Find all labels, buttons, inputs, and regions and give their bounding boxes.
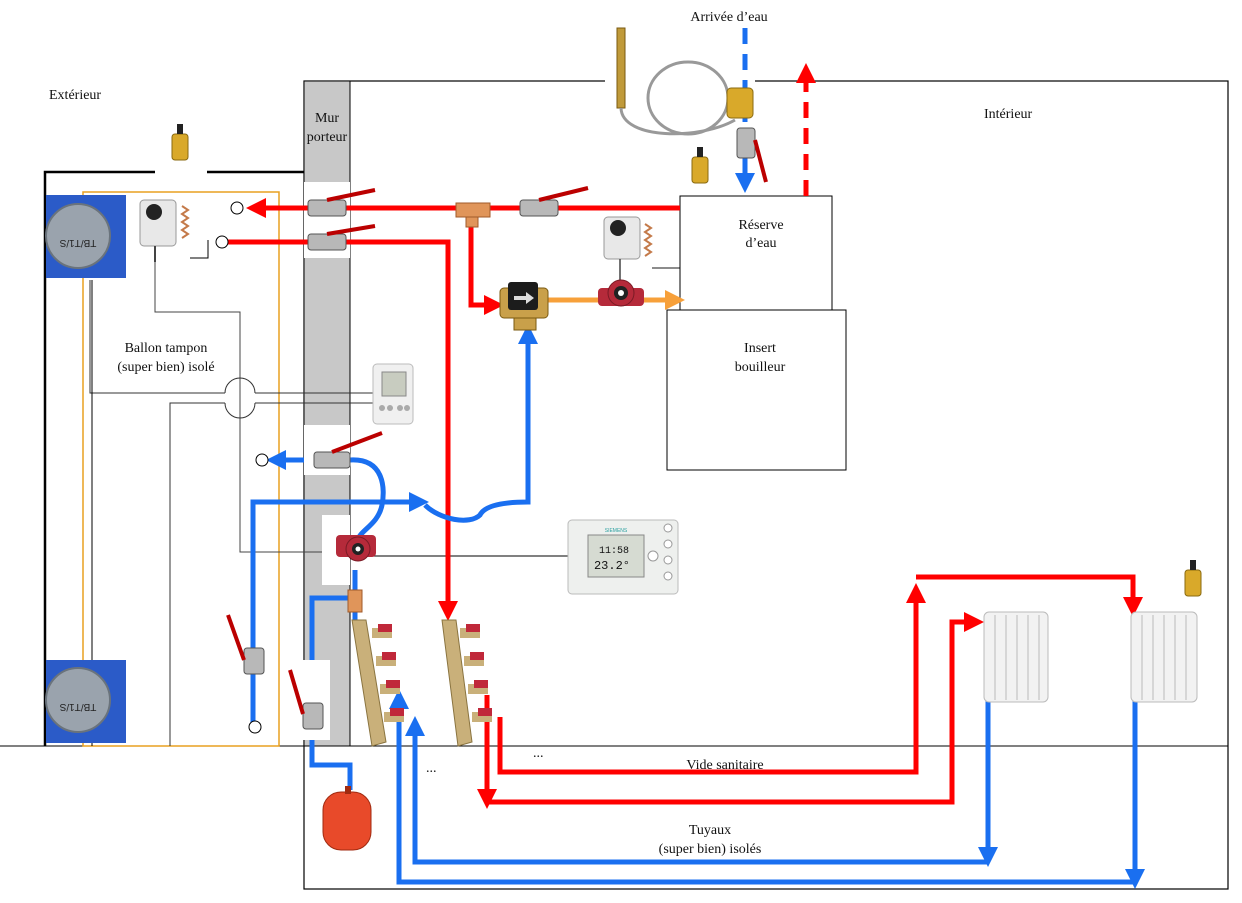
radiator-icon bbox=[983, 611, 1049, 703]
label-interior: Intérieur bbox=[984, 107, 1033, 122]
thermal-discharge-valve-icon bbox=[616, 27, 754, 136]
label-pipes-line2: (super bien) isolés bbox=[659, 842, 762, 857]
room-thermostat-icon: SIEMENS 11:58 23.2° bbox=[567, 519, 679, 595]
sensor-wire-2 bbox=[154, 260, 330, 553]
room-thermostat-temperature: 23.2° bbox=[594, 559, 630, 573]
radiator-icon bbox=[1130, 611, 1198, 703]
hot-buffer-out bbox=[222, 239, 458, 621]
pipe-thermostat-icon bbox=[139, 199, 190, 262]
label-buffer-line2: (super bien) isolé bbox=[117, 360, 214, 375]
boiler-insert-box bbox=[666, 309, 847, 471]
air-vent-icon bbox=[1184, 560, 1202, 597]
ball-valve-icon bbox=[736, 127, 768, 183]
sensor-wire-1 bbox=[89, 280, 225, 394]
air-vent-icon bbox=[171, 124, 189, 161]
ball-valve-icon bbox=[519, 186, 589, 217]
hot-manifold-icon bbox=[441, 619, 492, 747]
label-wall-line2: porteur bbox=[307, 130, 348, 145]
room-thermostat-time: 11:58 bbox=[599, 546, 629, 557]
mixing-valve-icon bbox=[499, 282, 549, 331]
copper-fitting-icon bbox=[347, 589, 363, 613]
wire-thermostat-left bbox=[190, 240, 209, 259]
label-exterior: Extérieur bbox=[49, 88, 101, 103]
label-crawlspace: Vide sanitaire bbox=[686, 758, 763, 773]
room-thermostat-brand: SIEMENS bbox=[605, 528, 628, 534]
air-vent-icon bbox=[691, 147, 709, 184]
circulator-pump-icon bbox=[598, 279, 644, 307]
label-wall-line1: Mur bbox=[315, 111, 339, 126]
ball-valve-icon bbox=[226, 614, 265, 675]
buffer-connection-cold-in bbox=[255, 453, 269, 467]
buffer-connection-hot-in bbox=[230, 201, 244, 215]
label-water-inlet: Arrivée d’eau bbox=[690, 10, 767, 25]
label-pipes-line1: Tuyaux bbox=[689, 823, 731, 838]
expansion-vessel-icon bbox=[322, 786, 372, 851]
sensor-wire-3 bbox=[169, 402, 225, 746]
cold-pump-to-expansion bbox=[309, 595, 355, 790]
water-reserve-box bbox=[679, 195, 833, 315]
hot-line-rad3 bbox=[916, 574, 1143, 617]
buffer-connection-cold-out bbox=[248, 720, 262, 734]
ball-valve-icon bbox=[313, 431, 383, 469]
ball-valve-icon bbox=[307, 224, 376, 251]
label-buffer-line1: Ballon tampon bbox=[125, 341, 208, 356]
label-reserve-line2: d’eau bbox=[745, 236, 776, 251]
hot-tee-to-mixer bbox=[468, 214, 504, 315]
cold-bypass-curve bbox=[423, 324, 538, 523]
hot-line-rad2b bbox=[487, 612, 984, 805]
interior-top-gap bbox=[605, 74, 755, 86]
hot-line-rad1 bbox=[497, 583, 926, 775]
label-insert-line1: Insert bbox=[744, 341, 776, 356]
label-ellipsis-cold: ... bbox=[426, 761, 437, 776]
ball-valve-icon bbox=[307, 188, 376, 217]
digital-thermometer-icon bbox=[372, 363, 414, 425]
ball-valve-icon bbox=[288, 669, 324, 730]
svg-text:TB/T1/S: TB/T1/S bbox=[59, 701, 96, 712]
copper-tee-icon bbox=[465, 216, 479, 228]
cold-loop-pump bbox=[349, 457, 386, 541]
cold-return-rad2b bbox=[389, 689, 1135, 885]
copper-tee-icon bbox=[455, 202, 491, 218]
label-insert-line2: bouilleur bbox=[735, 360, 786, 375]
circulator-pump-icon bbox=[336, 535, 376, 562]
label-ellipsis-hot: ... bbox=[533, 746, 544, 761]
pipe-thermostat-icon bbox=[603, 216, 653, 285]
cold-return-rad1b bbox=[405, 716, 988, 865]
exterior-enclosure bbox=[43, 170, 155, 746]
label-reserve-line1: Réserve bbox=[738, 218, 783, 233]
temperature-sensor-icon: TB/T1/S bbox=[45, 660, 126, 743]
wire-crossover bbox=[224, 377, 256, 419]
buffer-connection-hot-out bbox=[215, 235, 229, 249]
cold-manifold-icon bbox=[351, 619, 404, 747]
svg-text:TB/T1/S: TB/T1/S bbox=[59, 237, 96, 248]
temperature-sensor-icon: TB/T1/S bbox=[45, 195, 126, 278]
